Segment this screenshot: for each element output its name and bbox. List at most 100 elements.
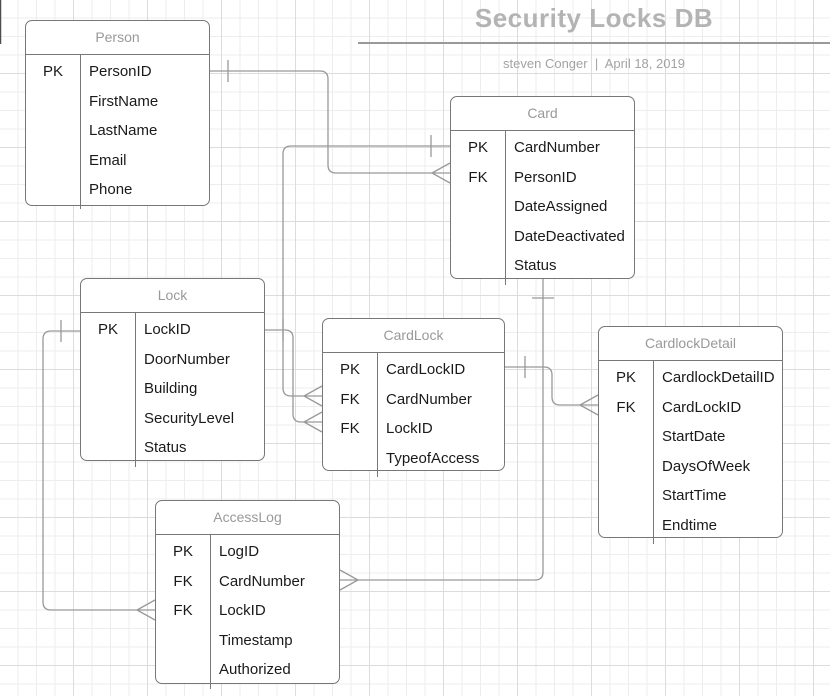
field-cell: PersonID [89, 63, 152, 81]
crow-foot-marker [430, 162, 451, 184]
field-cell: TypeofAccess [386, 449, 480, 467]
key-cell: FK [173, 572, 193, 590]
crow-foot-marker [302, 385, 323, 407]
entity-header: Person [26, 21, 209, 55]
entity-row: LastName [26, 116, 209, 146]
entity-row: Phone [26, 175, 209, 205]
crow-foot-marker [578, 394, 599, 416]
field-cell: Phone [89, 181, 133, 199]
entity-row: PK CardLockID [323, 355, 504, 385]
entity-row: FK LockID [323, 414, 504, 444]
entity-row: PK LogID [156, 537, 339, 567]
entity-header: Card [451, 97, 634, 131]
key-cell: PK [615, 369, 636, 387]
entity-header: AccessLog [156, 501, 339, 535]
entity-row: Authorized [156, 655, 339, 685]
field-cell: SecurityLevel [144, 409, 235, 427]
field-cell: CardNumber [386, 390, 472, 408]
field-cell: StartTime [662, 487, 727, 505]
entity-row: DateAssigned [451, 192, 634, 222]
relationship-person-card[interactable] [210, 60, 451, 184]
key-cell: FK [340, 390, 360, 408]
entity-row: Status [451, 251, 634, 281]
crow-foot-marker [302, 411, 323, 433]
field-cell: LockID [219, 602, 266, 620]
field-cell: LastName [89, 122, 158, 140]
entity-row: DateDeactivated [451, 222, 634, 252]
diagram-title: Security Locks DB [474, 3, 714, 33]
entity-row: PK CardNumber [451, 133, 634, 163]
field-cell: DateAssigned [514, 198, 608, 216]
relationship-lock-accesslog[interactable] [42, 320, 156, 621]
field-cell: Status [514, 257, 557, 275]
entity-header: Lock [81, 279, 264, 313]
field-cell: DoorNumber [144, 350, 230, 368]
entity-row: Email [26, 146, 209, 176]
field-cell: DaysOfWeek [662, 457, 751, 475]
entity-row: PK PersonID [26, 57, 209, 87]
entity-row: FK CardNumber [156, 567, 339, 597]
key-cell: FK [173, 602, 193, 620]
crow-foot-marker [135, 599, 156, 621]
relationship-lock-cardlock[interactable] [265, 319, 323, 433]
entity-row: Timestamp [156, 626, 339, 656]
field-cell: Status [144, 439, 187, 457]
field-cell: CardNumber [514, 139, 600, 157]
entity-cardlock[interactable]: CardLock PK CardLockID FK CardNumber FK … [322, 318, 505, 477]
field-cell: Email [89, 151, 127, 169]
entity-row: FK CardNumber [323, 385, 504, 415]
field-cell: LockID [144, 321, 191, 339]
entity-card[interactable]: Card PK CardNumber FK PersonID DateAssig… [450, 96, 635, 284]
entity-row: TypeofAccess [323, 444, 504, 474]
entity-row: StartDate [599, 422, 782, 452]
entity-row: PK CardlockDetailID [599, 363, 782, 393]
relationship-card-accesslog[interactable] [339, 278, 554, 591]
field-cell: CardLockID [662, 398, 742, 416]
entity-accesslog[interactable]: AccessLog PK LogID FK CardNumber FK Lock… [155, 500, 340, 688]
entity-row: Building [81, 374, 264, 404]
field-cell: CardLockID [386, 361, 466, 379]
key-cell: FK [468, 168, 488, 186]
entity-person[interactable]: Person PK PersonID FirstName LastName Em… [25, 20, 210, 208]
field-cell: CardNumber [219, 572, 305, 590]
diagram-subtitle: steven Conger | April 18, 2019 [503, 56, 685, 71]
entity-header: CardLock [323, 319, 504, 353]
entity-cardlockdetail[interactable]: CardlockDetail PK CardlockDetailID FK Ca… [598, 326, 783, 544]
field-cell: DateDeactivated [514, 227, 625, 245]
entity-header: CardlockDetail [599, 327, 782, 361]
field-cell: Building [144, 380, 198, 398]
entity-row: FK LockID [156, 596, 339, 626]
entity-row: FirstName [26, 87, 209, 117]
entity-row: Endtime [599, 511, 782, 541]
field-cell: FirstName [89, 92, 159, 110]
title-underline [358, 42, 830, 44]
crow-foot-marker [339, 569, 360, 591]
entity-row: DoorNumber [81, 345, 264, 375]
entity-row: StartTime [599, 481, 782, 511]
field-cell: StartDate [662, 428, 726, 446]
entity-row: Status [81, 433, 264, 463]
entity-row: DaysOfWeek [599, 452, 782, 482]
relationship-card-cardlock[interactable] [282, 135, 450, 407]
relationship-cardlock-cardlockdetail[interactable] [505, 356, 599, 416]
field-cell: PersonID [514, 168, 577, 186]
key-cell: PK [467, 139, 488, 157]
entity-lock[interactable]: Lock PK LockID DoorNumber Building Secur… [80, 278, 265, 466]
entity-row: SecurityLevel [81, 404, 264, 434]
key-cell: PK [339, 361, 360, 379]
key-cell: FK [340, 420, 360, 438]
entity-row: PK LockID [81, 315, 264, 345]
key-cell: FK [616, 398, 636, 416]
field-cell: CardlockDetailID [662, 369, 775, 387]
key-cell: PK [42, 63, 63, 81]
field-cell: LockID [386, 420, 433, 438]
key-cell: PK [172, 543, 193, 561]
field-cell: Timestamp [219, 631, 293, 649]
field-cell: LogID [219, 543, 260, 561]
key-cell: PK [97, 321, 118, 339]
field-cell: Authorized [219, 661, 291, 679]
entity-row: FK CardLockID [599, 393, 782, 423]
field-cell: Endtime [662, 516, 718, 534]
